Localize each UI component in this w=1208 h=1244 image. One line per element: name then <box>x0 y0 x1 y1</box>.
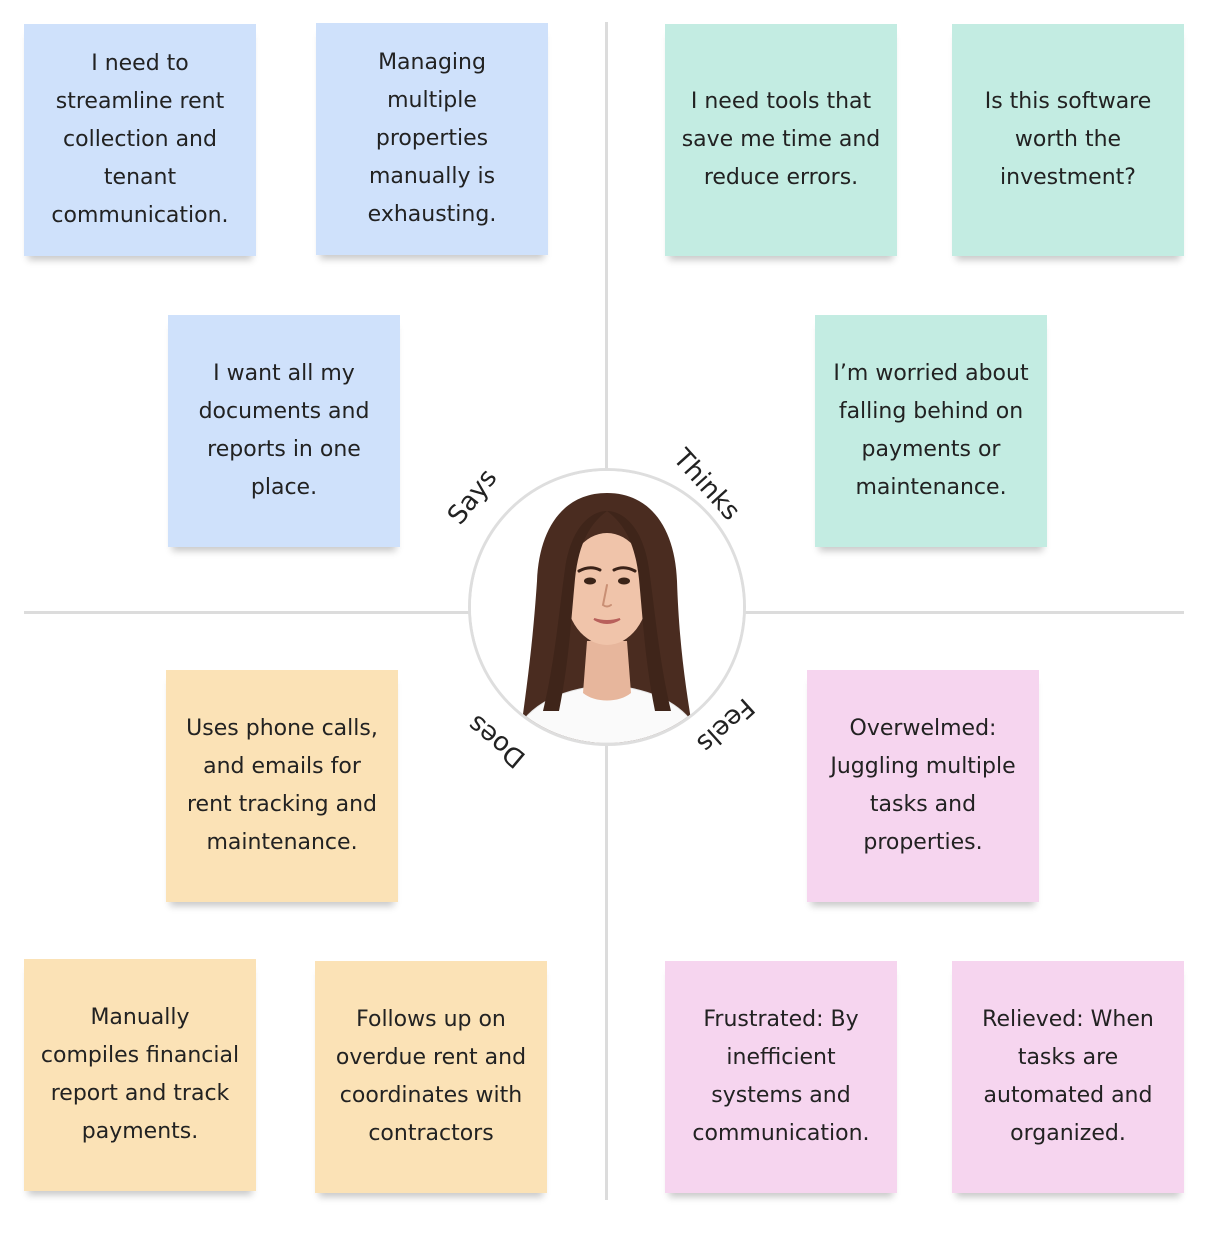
feels-note-1[interactable]: Overwelmed: Juggling multiple tasks and … <box>807 670 1039 902</box>
says-note-2[interactable]: Managing multiple properties manually is… <box>316 23 548 255</box>
note-text: Follows up on overdue rent and coordinat… <box>335 1007 527 1146</box>
persona-portrait-icon <box>471 471 743 743</box>
does-label: Does <box>462 708 532 774</box>
note-text: Frustrated: By inefficient systems and c… <box>692 1007 870 1146</box>
thinks-note-1[interactable]: I need tools that save me time and reduc… <box>665 24 897 256</box>
note-text: I want all my documents and reports in o… <box>198 361 370 500</box>
feels-note-3[interactable]: Relieved: When tasks are automated and o… <box>952 961 1184 1193</box>
says-label: Says <box>441 463 504 531</box>
note-text: I need to streamline rent collection and… <box>51 51 229 228</box>
thinks-note-3[interactable]: I’m worried about falling behind on paym… <box>815 315 1047 547</box>
note-text: Relieved: When tasks are automated and o… <box>982 1007 1154 1146</box>
says-note-3[interactable]: I want all my documents and reports in o… <box>168 315 400 547</box>
does-note-2[interactable]: Manually compiles financial report and t… <box>24 959 256 1191</box>
does-note-3[interactable]: Follows up on overdue rent and coordinat… <box>315 961 547 1193</box>
does-note-1[interactable]: Uses phone calls, and emails for rent tr… <box>166 670 398 902</box>
note-text: Overwelmed: Juggling multiple tasks and … <box>830 716 1016 855</box>
persona-avatar <box>468 468 746 746</box>
note-text: Uses phone calls, and emails for rent tr… <box>186 716 378 855</box>
feels-note-2[interactable]: Frustrated: By inefficient systems and c… <box>665 961 897 1193</box>
note-text: I’m worried about falling behind on paym… <box>833 361 1029 500</box>
note-text: Managing multiple properties manually is… <box>367 50 497 227</box>
says-note-1[interactable]: I need to streamline rent collection and… <box>24 24 256 256</box>
note-text: I need tools that save me time and reduc… <box>681 89 881 190</box>
note-text: Manually compiles financial report and t… <box>40 1005 240 1144</box>
note-text: Is this software worth the investment? <box>984 89 1152 190</box>
thinks-note-2[interactable]: Is this software worth the investment? <box>952 24 1184 256</box>
